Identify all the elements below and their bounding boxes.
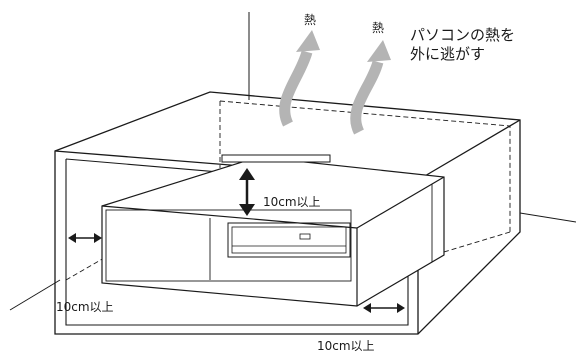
clearance-arrow-bottom — [363, 303, 405, 313]
clearance-arrow-left — [68, 233, 102, 243]
heat-label-right: 熱 — [372, 21, 385, 35]
clearance-arrow-top — [239, 168, 255, 216]
heat-arrow-left — [279, 30, 320, 127]
heat-note-line1: パソコンの熱を — [410, 26, 516, 44]
clearance-label-left: 10cm以上 — [56, 300, 114, 314]
enclosure-hidden-edges — [65, 100, 511, 281]
heat-label-left: 熱 — [304, 13, 317, 27]
clearance-label-top: 10cm以上 — [263, 195, 321, 209]
desktop-pc — [101, 154, 445, 307]
clearance-label-bottom: 10cm以上 — [317, 339, 375, 353]
room-walls — [9, 12, 576, 311]
heat-note-line2: 外に逃がす — [410, 45, 486, 63]
heat-arrow-right — [350, 40, 391, 135]
